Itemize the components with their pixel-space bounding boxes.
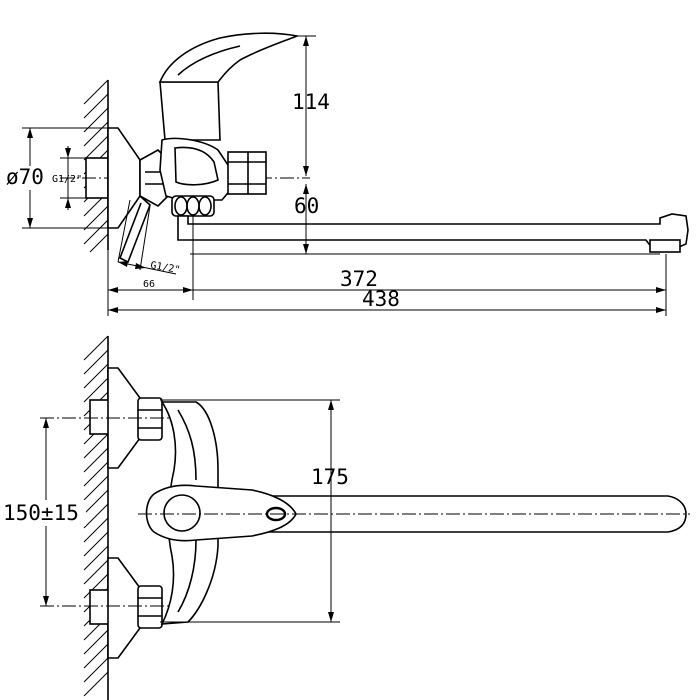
side-view: 114 60 ø70 G1/2" xyxy=(6,32,689,316)
outlet-thread-label: G1/2" xyxy=(149,260,181,276)
dimension-60: 60 xyxy=(190,184,660,255)
wall-top xyxy=(83,335,109,700)
dimension-centers: 150±15 xyxy=(2,418,86,606)
dimension-inlet-thread: G1/2" xyxy=(52,146,86,210)
spout-length-label: 175 xyxy=(311,465,349,489)
lever-handle-top xyxy=(145,484,297,542)
offset-label: 66 xyxy=(143,279,155,290)
dimension-diameter: ø70 xyxy=(6,127,108,229)
mixer-body xyxy=(159,81,221,141)
spout-reach-label: 372 xyxy=(340,267,378,291)
dimension-175: 175 xyxy=(160,399,349,623)
aerator xyxy=(649,239,681,253)
lever-handle-side xyxy=(158,32,300,83)
inlet-bottom xyxy=(89,557,163,659)
dimension-438: 438 xyxy=(108,287,666,313)
inlet-thread-label: G1/2" xyxy=(52,174,82,185)
height-label: 114 xyxy=(292,90,330,114)
right-connector xyxy=(227,151,267,195)
dimension-66: 66 xyxy=(107,216,194,316)
top-view: 175 150±15 xyxy=(2,335,690,700)
swivel-collar xyxy=(171,195,215,217)
mixer-core xyxy=(159,137,233,201)
dimension-114: 114 xyxy=(292,35,330,176)
dimension-372: 372 xyxy=(193,254,667,316)
centers-label: 150±15 xyxy=(3,501,79,525)
spout-side xyxy=(177,213,689,251)
escutcheon-side xyxy=(107,127,141,229)
spout-drop-label: 60 xyxy=(294,194,319,218)
diameter-label: ø70 xyxy=(6,165,44,189)
total-length-label: 438 xyxy=(362,287,400,311)
dimension-outlet-thread: G1/2" xyxy=(117,199,181,276)
